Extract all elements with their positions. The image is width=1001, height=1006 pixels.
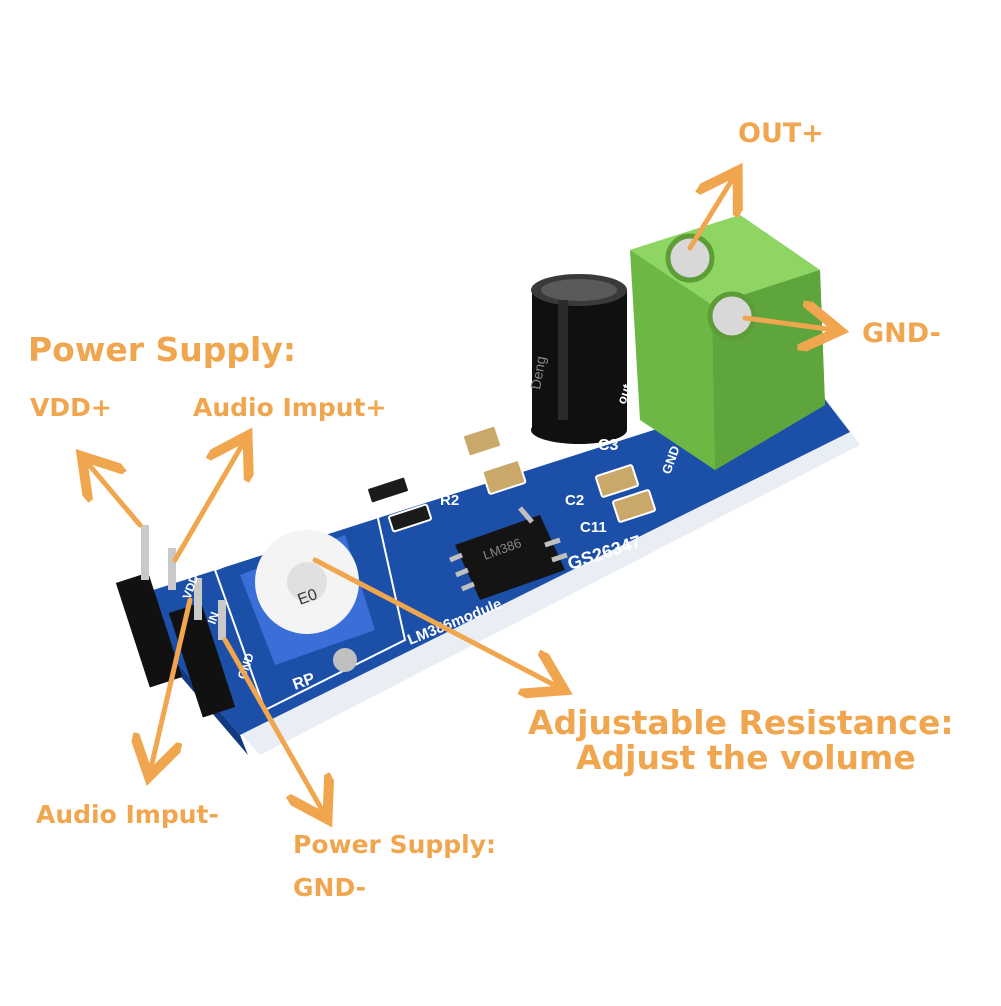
silk-c1: C1 [508,419,529,436]
pot-silkscreen-outline [213,503,407,712]
silk-c11: C11 [580,519,607,536]
capacitor-c4 [481,459,527,495]
capacitor-brand: Deng [527,355,549,391]
pot-marking: E0 [296,586,320,609]
silk-out-terminal: out [614,381,635,406]
capacitor-c1 [461,424,503,458]
label-power-supply-gnd-line1: Power Supply: [293,830,497,859]
capacitor-c11 [612,489,656,523]
arrow-gnd-right [742,318,835,330]
label-vdd-plus: VDD+ [30,393,112,422]
arrow-adjustable-resistance [312,557,560,688]
label-power-supply-heading: Power Supply: [28,330,297,369]
silk-c4: C4 [530,449,551,466]
label-adjust-volume: Adjust the volume [576,738,916,777]
electrolytic-capacitor [531,274,627,444]
lm386-chip [449,506,568,600]
arrow-out-plus [687,175,735,251]
silk-r2: R2 [440,492,459,509]
silk-pin-in: IN [205,610,222,626]
silk-pot-label: RP [291,670,318,694]
terminal-screw-gnd [707,291,757,341]
arrow-audio-input-plus [172,440,245,563]
terminal-screw-out [665,233,715,283]
resistor-r1 [366,475,410,505]
arrow-audio-input-minus [150,597,193,772]
capacitor-c2 [595,464,639,498]
silk-r1: R1 [413,462,432,479]
label-adjustable-resistance: Adjustable Resistance: [528,703,954,742]
resistor-r2 [388,503,432,533]
label-out-plus: OUT+ [738,118,824,149]
label-audio-input-minus: Audio Imput- [36,800,219,829]
arrow-power-gnd [222,637,325,815]
smd-components [366,424,656,533]
label-power-supply-gnd-line2: GND- [293,873,367,902]
silk-c2: C2 [565,492,584,509]
screw-terminal [630,215,825,470]
arrow-vdd [85,460,143,528]
header-pins [115,525,236,718]
label-audio-input-plus: Audio Imput+ [193,393,387,422]
label-gnd-right: GND- [862,318,941,349]
potentiometer [240,530,375,672]
silk-c3: C3 [598,437,619,454]
